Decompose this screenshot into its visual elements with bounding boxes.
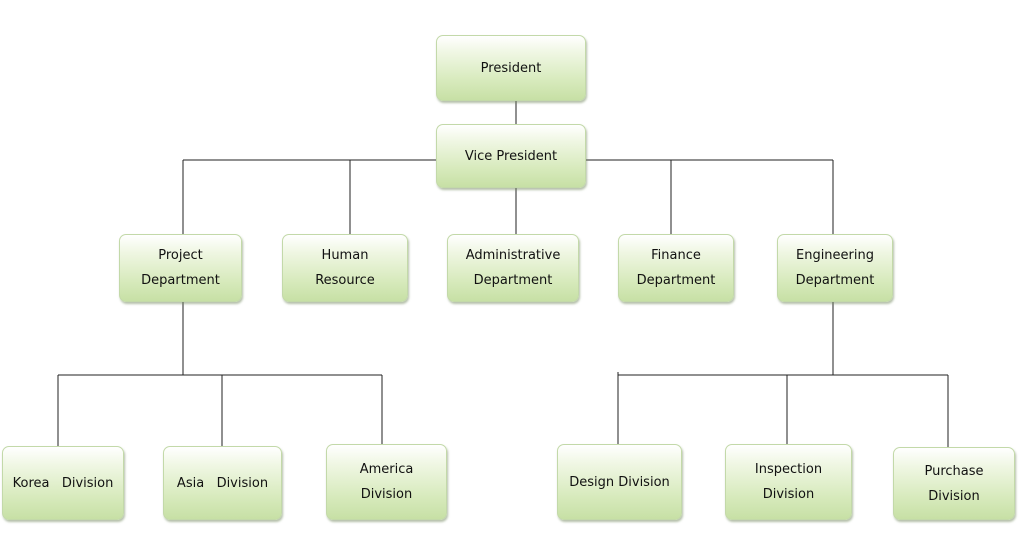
node-label-finance-department: Finance Department [636, 248, 716, 288]
node-design-division: Design Division [557, 444, 682, 520]
node-project-department: Project Department [119, 234, 242, 302]
node-administrative-department: Administrative Department [447, 234, 579, 302]
node-label-engineering-department: Engineering Department [795, 248, 875, 288]
node-america-division: America Division [326, 444, 447, 520]
node-label-korea-division: Korea Division [12, 475, 114, 491]
node-purchase-division: Purchase Division [893, 447, 1015, 520]
node-engineering-department: Engineering Department [777, 234, 893, 302]
node-label-inspection-division: Inspection Division [754, 462, 823, 502]
node-label-purchase-division: Purchase Division [924, 463, 984, 504]
node-finance-department: Finance Department [618, 234, 734, 302]
node-korea-division: Korea Division [2, 446, 124, 520]
node-asia-division: Asia Division [163, 446, 282, 520]
node-label-president: President [480, 60, 542, 76]
node-president: President [436, 35, 586, 101]
node-vice-president: Vice President [436, 124, 586, 188]
node-label-design-division: Design Division [569, 474, 670, 490]
node-label-administrative-department: Administrative Department [465, 248, 561, 288]
node-label-america-division: America Division [359, 462, 414, 502]
node-label-human-resource: Human Resource [315, 248, 375, 288]
node-label-vice-president: Vice President [464, 148, 558, 164]
node-human-resource: Human Resource [282, 234, 408, 302]
node-label-asia-division: Asia Division [176, 475, 269, 491]
node-label-project-department: Project Department [141, 248, 220, 288]
node-inspection-division: Inspection Division [725, 444, 852, 520]
